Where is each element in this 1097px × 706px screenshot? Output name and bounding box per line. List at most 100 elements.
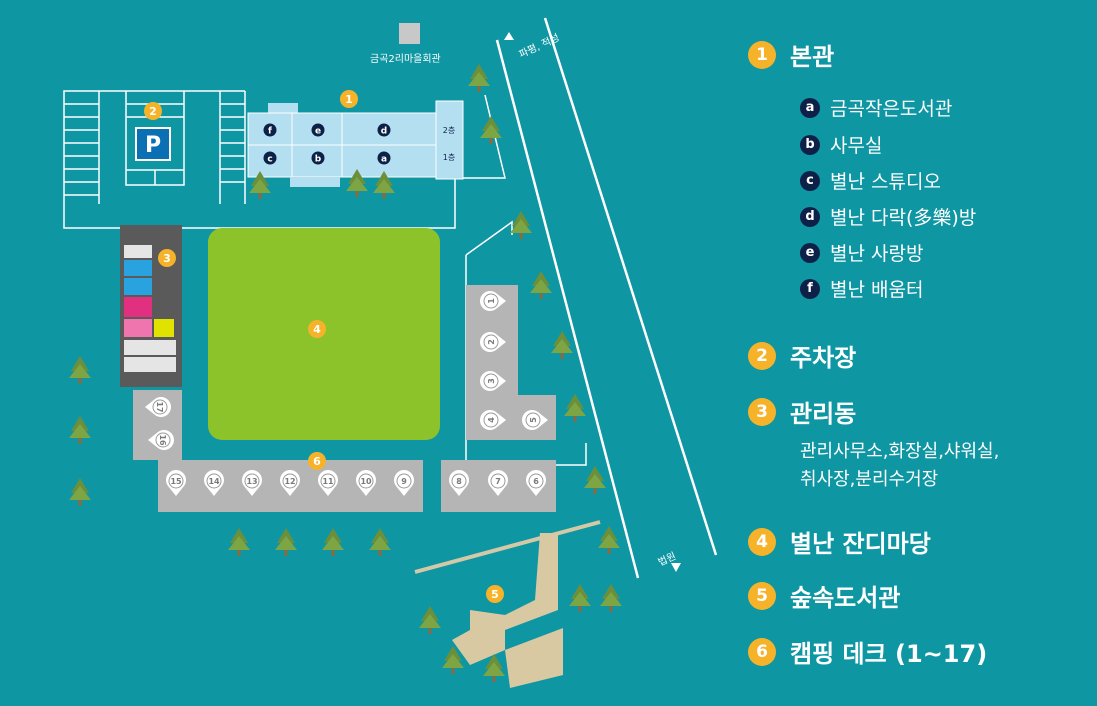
deck-pin-3: 3 xyxy=(480,371,506,391)
legend-item-management: 3 관리동 xyxy=(748,394,856,429)
svg-text:14: 14 xyxy=(208,477,220,486)
svg-text:17: 17 xyxy=(155,401,164,412)
forest-library-building xyxy=(452,533,563,688)
tree-icon xyxy=(69,356,91,384)
parking-sign-icon: P xyxy=(135,127,171,161)
svg-text:12: 12 xyxy=(284,477,295,486)
legend-subitem-label: 별난 다락(多樂)방 xyxy=(830,207,977,229)
legend-item-parking: 2 주차장 xyxy=(748,338,856,373)
legend-item-lawn: 4 별난 잔디마당 xyxy=(748,524,931,559)
village-hall-label: 금곡2리마을회관 xyxy=(370,53,441,65)
legend-subitem-label: 별난 스튜디오 xyxy=(830,171,941,193)
letter-badge-c: c xyxy=(800,170,820,191)
svg-text:5: 5 xyxy=(491,588,499,601)
legend-marker-5: 5 xyxy=(748,581,776,610)
svg-text:9: 9 xyxy=(401,477,407,486)
deck-pin-1: 1 xyxy=(480,291,506,311)
deck-pin-5: 5 xyxy=(522,410,548,430)
road-arrow-south-icon xyxy=(671,563,681,572)
room-badge-a: a xyxy=(377,151,391,165)
deck-pin-8: 8 xyxy=(449,470,469,496)
tree-icon xyxy=(468,64,490,92)
svg-text:6: 6 xyxy=(533,477,539,486)
deck-pin-4: 4 xyxy=(480,410,506,430)
deck-pin-15: 15 xyxy=(166,470,186,496)
legend-item-main-building: 1 본관 xyxy=(748,37,834,72)
svg-text:d: d xyxy=(381,127,387,137)
svg-text:7: 7 xyxy=(495,477,501,486)
legend-marker-1: 1 xyxy=(748,40,776,69)
tree-icon xyxy=(228,528,250,556)
management-description: 관리사무소,화장실,샤워실, 취사장,분리수거장 xyxy=(800,438,999,494)
deck-pin-16: 16 xyxy=(148,430,174,450)
area-marker-1: 1 xyxy=(340,90,358,108)
deck-pin-13: 13 xyxy=(242,470,262,496)
road-arrow-north-icon xyxy=(504,32,514,40)
svg-text:10: 10 xyxy=(360,477,372,486)
svg-text:16: 16 xyxy=(158,434,167,446)
legend-subitem-b: b 사무실 xyxy=(800,131,882,158)
tree-icon xyxy=(530,271,552,299)
campground-map: 파평, 적성 법원 금곡2리마을회관 P xyxy=(63,17,718,688)
management-description-line-2: 취사장,분리수거장 xyxy=(800,469,939,490)
road-line-east xyxy=(543,17,718,556)
svg-text:2: 2 xyxy=(487,339,496,345)
tree-icon xyxy=(598,526,620,554)
svg-text:P: P xyxy=(145,133,161,158)
deck-pin-17: 17 xyxy=(145,397,171,417)
svg-text:a: a xyxy=(381,155,387,165)
svg-text:3: 3 xyxy=(163,252,171,265)
legend-marker-3: 3 xyxy=(748,397,776,426)
deck-pin-2: 2 xyxy=(480,332,506,352)
room-badge-e: e xyxy=(311,123,325,137)
area-marker-5: 5 xyxy=(486,585,504,603)
tree-icon xyxy=(483,654,505,682)
letter-badge-f: f xyxy=(800,278,820,299)
legend-subitem-label: 별난 사랑방 xyxy=(830,243,924,265)
svg-text:4: 4 xyxy=(313,323,321,336)
tree-icon xyxy=(369,528,391,556)
road-line-west xyxy=(495,39,640,579)
legend-item-forest-library: 5 숲속도서관 xyxy=(748,578,900,613)
management-description-line-1: 관리사무소,화장실,샤워실, xyxy=(800,441,1000,462)
svg-text:1: 1 xyxy=(487,298,496,304)
room-badge-b: b xyxy=(311,151,325,165)
main-building: 2층 1층 xyxy=(247,100,464,187)
letter-badge-d: d xyxy=(800,206,820,227)
tree-icon xyxy=(564,394,586,422)
legend-marker-2: 2 xyxy=(748,341,776,370)
area-marker-2: 2 xyxy=(144,102,162,120)
legend-subitem-f: f 별난 배움터 xyxy=(800,275,923,302)
letter-badge-a: a xyxy=(800,97,820,118)
legend-title-forest-library: 숲속도서관 xyxy=(790,584,901,612)
tree-icon xyxy=(480,116,502,144)
deck-pin-11: 11 xyxy=(318,470,338,496)
tree-icon xyxy=(510,211,532,239)
tree-icon xyxy=(442,646,464,674)
svg-text:6: 6 xyxy=(313,455,321,468)
deck-pin-9: 9 xyxy=(394,470,414,496)
legend-title-main-building: 본관 xyxy=(790,43,835,71)
room-badge-d: d xyxy=(377,123,391,137)
legend-title-management: 관리동 xyxy=(790,400,857,428)
floor-2-label: 2층 xyxy=(443,126,455,135)
legend-marker-6: 6 xyxy=(748,637,776,666)
svg-text:5: 5 xyxy=(529,417,538,423)
svg-text:e: e xyxy=(315,127,321,137)
deck-pin-12: 12 xyxy=(280,470,300,496)
deck-pin-6: 6 xyxy=(526,470,546,496)
tree-icon xyxy=(346,169,368,197)
svg-text:8: 8 xyxy=(456,477,462,486)
svg-text:3: 3 xyxy=(487,378,496,384)
floor-1-label: 1층 xyxy=(443,153,455,162)
deck-pin-14: 14 xyxy=(204,470,224,496)
legend-subitem-e: e 별난 사랑방 xyxy=(800,239,923,266)
tree-icon xyxy=(600,584,622,612)
svg-text:b: b xyxy=(315,155,322,165)
legend-subitem-a: a 금곡작은도서관 xyxy=(800,94,952,121)
tree-icon xyxy=(275,528,297,556)
village-hall-building xyxy=(399,23,420,44)
tree-icon xyxy=(69,416,91,444)
letter-badge-e: e xyxy=(800,242,820,263)
